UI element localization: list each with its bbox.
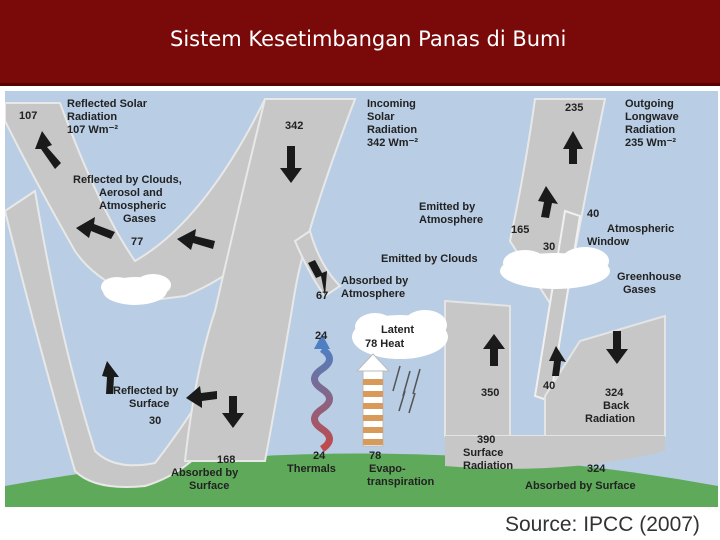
absorbed-surface-solar-label-2: Surface <box>189 480 229 492</box>
outgoing-longwave-label-4: 235 Wm⁻² <box>625 137 676 149</box>
reflected-solar-label-2: Radiation <box>67 111 117 123</box>
atmospheric-window-label-1: Atmospheric <box>607 223 674 235</box>
reflected-clouds-label-3: Atmospheric <box>99 200 166 212</box>
atmospheric-window-label-2: Window <box>587 236 629 248</box>
outgoing-longwave-label-3: Radiation <box>625 124 675 136</box>
window-up-value: 40 <box>543 380 555 392</box>
surface-up-value: 350 <box>481 387 499 399</box>
thermals-arrowhead <box>314 334 330 349</box>
slide-header: Sistem Kesetimbangan Panas di Bumi <box>0 0 720 86</box>
absorbed-surface-solar-value: 168 <box>217 454 235 466</box>
arrow-absorbed-atmosphere <box>308 260 327 296</box>
rain <box>392 365 421 414</box>
greenhouse-gases-label-1: Greenhouse <box>617 271 681 283</box>
thermals-value: 24 <box>313 450 326 462</box>
emitted-atmosphere-label-2: Atmosphere <box>419 214 483 226</box>
reflected-clouds-label-1: Reflected by Clouds, <box>73 174 182 186</box>
thermals-top-value: 24 <box>315 330 328 342</box>
outgoing-longwave-label-2: Longwave <box>625 111 679 123</box>
reflected-clouds-label-4: Gases <box>123 213 156 225</box>
latent-heat-label-1: Latent <box>381 324 414 336</box>
back-radiation-value: 324 <box>605 387 624 399</box>
emitted-clouds-value: 30 <box>543 241 555 253</box>
thermals-squiggle <box>311 346 333 452</box>
absorbed-surface-solar-label-1: Absorbed by <box>171 467 239 479</box>
emitted-clouds-label: Emitted by Clouds <box>381 253 478 265</box>
cloud-left <box>101 274 171 305</box>
arrow-window-up <box>549 346 566 376</box>
reflected-surface-label-1: Reflected by <box>113 385 179 397</box>
arrow-incoming-solar <box>280 146 302 183</box>
reflected-clouds-value: 77 <box>131 236 143 248</box>
arrow-surface-reflection <box>102 361 119 394</box>
incoming-solar-label-3: Radiation <box>367 124 417 136</box>
arrow-absorbed-surface <box>222 396 244 428</box>
arrow-surface-reflection-2 <box>186 386 217 408</box>
arrow-emitted-atmosphere <box>538 186 558 218</box>
header-divider <box>0 83 720 86</box>
incoming-solar-label-2: Solar <box>367 111 395 123</box>
emitted-atmosphere-value: 165 <box>511 224 529 236</box>
outgoing-longwave-label-1: Outgoing <box>625 98 674 110</box>
absorbed-atmosphere-label-2: Atmosphere <box>341 288 405 300</box>
incoming-solar-label-4: 342 Wm⁻² <box>367 137 418 149</box>
evapotranspiration-label-2: transpiration <box>367 476 435 488</box>
slide-title: Sistem Kesetimbangan Panas di Bumi <box>170 27 567 51</box>
greenhouse-gases-label-2: Gases <box>623 284 656 296</box>
outgoing-longwave-value: 235 <box>565 102 583 114</box>
reflected-solar-label-3: 107 Wm⁻² <box>67 124 118 136</box>
arrow-reflected-clouds-2 <box>177 229 215 250</box>
back-radiation-label-1: Back <box>603 400 630 412</box>
energy-balance-diagram: 107 Reflected Solar Radiation 107 Wm⁻² 3… <box>5 91 718 507</box>
emitted-atmosphere-label-1: Emitted by <box>419 201 476 213</box>
cloud-latent-heat <box>352 310 448 359</box>
absorbed-atmosphere-label-1: Absorbed by <box>341 275 409 287</box>
arrow-reflected-solar <box>35 131 61 169</box>
latent-heat-label-2: 78 Heat <box>365 338 404 350</box>
surface-radiation-label-1: Surface <box>463 447 503 459</box>
source-citation: Source: IPCC (2007) <box>505 513 700 536</box>
reflected-surface-value: 30 <box>149 415 161 427</box>
back-radiation-label-2: Radiation <box>585 413 635 425</box>
incoming-solar-label-1: Incoming <box>367 98 416 110</box>
surface-radiation-label-2: Radiation <box>463 460 513 472</box>
absorbed-atmosphere-band <box>293 229 342 298</box>
absorbed-surface-back-label: Absorbed by Surface <box>525 480 636 492</box>
reflected-clouds-label-2: Aerosol and <box>99 187 163 199</box>
evapo-arrow <box>355 353 391 447</box>
reflected-solar-value: 107 <box>19 110 37 122</box>
reflected-surface-label-2: Surface <box>129 398 169 410</box>
evapotranspiration-value: 78 <box>369 450 381 462</box>
arrow-back-radiation <box>606 331 628 364</box>
absorbed-surface-back-value: 324 <box>587 463 606 475</box>
energy-balance-svg: 107 Reflected Solar Radiation 107 Wm⁻² 3… <box>5 91 718 507</box>
arrow-outgoing-longwave <box>563 131 583 164</box>
thermals-label: Thermals <box>287 463 336 475</box>
evapotranspiration-label-1: Evapo- <box>369 463 406 475</box>
absorbed-atmosphere-value: 67 <box>316 290 328 302</box>
arrow-reflected-clouds <box>76 217 115 239</box>
reflected-solar-label-1: Reflected Solar <box>67 98 148 110</box>
atmospheric-window-value: 40 <box>587 208 599 220</box>
cloud-right <box>500 247 610 289</box>
incoming-solar-value: 342 <box>285 120 303 132</box>
surface-radiation-value: 390 <box>477 434 495 446</box>
arrow-surface-up <box>483 334 505 366</box>
surface-radiation-base <box>445 436 665 469</box>
